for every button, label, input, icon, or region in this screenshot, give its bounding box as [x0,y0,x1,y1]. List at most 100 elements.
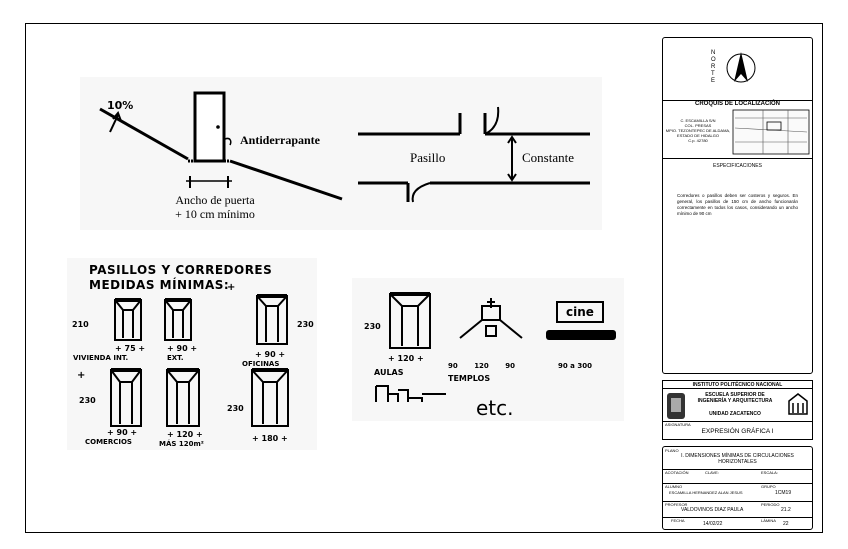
fecha-label: FECHA [671,518,685,523]
sketch-minimum-corridors: PASILLOS Y CORREDORES MEDIDAS MÍNIMAS: +… [67,258,317,450]
item4-width-value: 90 [116,428,128,437]
item4-label: COMERCIOS [85,438,132,446]
aulas-label: AULAS [374,368,404,377]
item1-width-value: 75 [124,344,136,353]
north-letter: E [711,78,716,84]
item6-width-value: 180 [261,434,279,443]
plano-value: I. DIMENSIONES MÍNIMAS DE CIRCULACIONES … [681,453,794,465]
grupo-label: GRUPO [761,484,776,489]
item2-width-value: 90 [176,344,188,353]
north-letter: N [711,50,716,56]
title-block-institution: INSTITUTO POLITÉCNICO NACIONAL ESCUELA S… [662,380,813,440]
school-name: ESCUELA SUPERIOR DE INGENIERÍA Y ARQUITE… [689,392,781,404]
north-letter: O [711,57,716,63]
door-width-line1: Ancho de puerta [175,193,255,207]
item5-width: + 120 + [167,430,203,439]
templos-dim-2: 120 [474,362,489,370]
aulas-height: 230 [364,322,381,331]
aulas-width: + 120 + [388,354,424,363]
sketch-building-types: 230 + 120 + AULAS 90 120 90 TEMPLOS cine… [352,278,624,421]
corridors-drawing: + + [77,282,289,427]
profesor-label: PROFESOR [665,502,688,507]
templos-label: TEMPLOS [448,374,491,383]
north-letter: R [711,64,716,70]
ramp-corridor-drawing [99,91,590,203]
lamina-value: 22 [783,521,789,527]
templos-dim-1: 90 [448,362,458,370]
especificaciones-title: ESPECIFICACIONES [713,163,762,169]
profesor-row: PROFESOR VALDOVINOS DIAZ PAULA PERIODO 2… [663,501,812,518]
door-width-label: Ancho de puerta + 10 cm mínimo [150,193,280,221]
item3-height: 230 [297,320,314,329]
croquis-address: C. ESCAMILLA S/N COL. PRESAS MPIO. TEZON… [665,118,731,143]
grupo-value: 1CM19 [775,490,792,496]
escala-label: ESCALA: [761,470,778,475]
address-line: C. ESCAMILLA S/N [680,118,716,123]
especificaciones-text: Corredores o pasillos deben ser costeros… [677,193,798,216]
aulas-width-value: 120 [397,354,415,363]
asignatura-row: ASIGNATURA EXPRESIÓN GRÁFICA I [663,421,812,440]
acotacion-label: ACOTACIÓN [665,470,689,475]
school-line1: ESCUELA SUPERIOR DE [705,392,765,398]
plano-label: PLANO [665,448,679,453]
item5-width-value: 120 [176,430,194,439]
title-block-location: N O R T E CROQUIS DE LOCALIZACIÓN C. ESC… [662,37,813,374]
alumno-row: ALUMNO ESCAMILLA HERNANDEZ ALAN JESUS GR… [663,483,812,502]
periodo-value: 21.2 [781,507,791,513]
periodo-label: PERIODO [761,502,780,507]
acotacion-row: ACOTACIÓN CLAVE: ESCALA: [663,469,812,484]
item1-width: + 75 + [115,344,146,353]
north-indicator: N O R T E [663,38,812,101]
item6-height: 230 [227,404,244,413]
asignatura-value: EXPRESIÓN GRÁFICA I [701,428,774,435]
plus-mark: + [227,282,235,293]
asignatura-label: ASIGNATURA [665,422,691,427]
lamina-label: LÁMINA [761,518,776,523]
templos-dim-3: 90 [505,362,515,370]
address-line: ESTADO DE HIDALGO [677,133,719,138]
sketch-ramp-corridor: 10% Antiderrapante Ancho de puerta + 10 … [80,77,602,230]
constante-label: Constante [522,150,574,165]
plus-mark: + [77,370,85,381]
alumno-label: ALUMNO [665,484,683,489]
cine-sign: cine [566,305,594,319]
fecha-value: 14/02/22 [703,521,723,527]
plano-row: PLANO I. DIMENSIONES MÍNIMAS DE CIRCULAC… [663,447,812,470]
croquis-title: CROQUIS DE LOCALIZACIÓN [695,101,780,107]
north-letter: T [711,71,715,77]
alumno-value: ESCAMILLA HERNANDEZ ALAN JESUS [669,490,743,495]
building-types-drawing [375,292,616,402]
unit-name: UNIDAD ZACATENCO [709,411,761,417]
profesor-value: VALDOVINOS DIAZ PAULA [681,507,744,513]
antiderrapante-label: Antiderrapante [240,133,320,147]
location-map [732,109,810,155]
institution-name: INSTITUTO POLITÉCNICO NACIONAL [663,382,812,389]
item3-width: + 90 + [255,350,286,359]
north-letters: N O R T E [711,50,716,85]
item4-height: 230 [79,396,96,405]
corridors-title-line1: PASILLOS Y CORREDORES [89,263,273,277]
pasillo-label: Pasillo [410,150,446,165]
esia-logo-icon [788,393,808,415]
item1-label: VIVIENDA INT. [73,354,129,362]
templos-dims: 90 120 90 [448,362,515,370]
item2-width: + 90 + [167,344,198,353]
item3-label: OFICINAS [242,360,280,368]
north-arrow-icon [726,52,756,83]
cine-dims: 90 a 300 [558,362,592,370]
school-line2: INGENIERÍA Y ARQUITECTURA [697,398,773,404]
address-line: COL. PRESAS [684,123,712,128]
drawing-frame [25,23,823,533]
item6-width: + 180 + [252,434,288,443]
fecha-row: FECHA 14/02/22 LÁMINA 22 [663,517,812,529]
item4-width: + 90 + [107,428,138,437]
ipn-logo-icon [667,393,685,419]
address-line: MPIO. TEZONTEPEC DE ALDAMA, [665,128,731,133]
divider [663,158,812,159]
item3-width-value: 90 [264,350,276,359]
item5-label: MÁS 120m² [159,440,204,448]
item1-height: 210 [72,320,89,329]
etc-label: etc. [476,396,514,420]
slope-label: 10% [107,99,134,112]
clave-label: CLAVE: [705,470,719,475]
